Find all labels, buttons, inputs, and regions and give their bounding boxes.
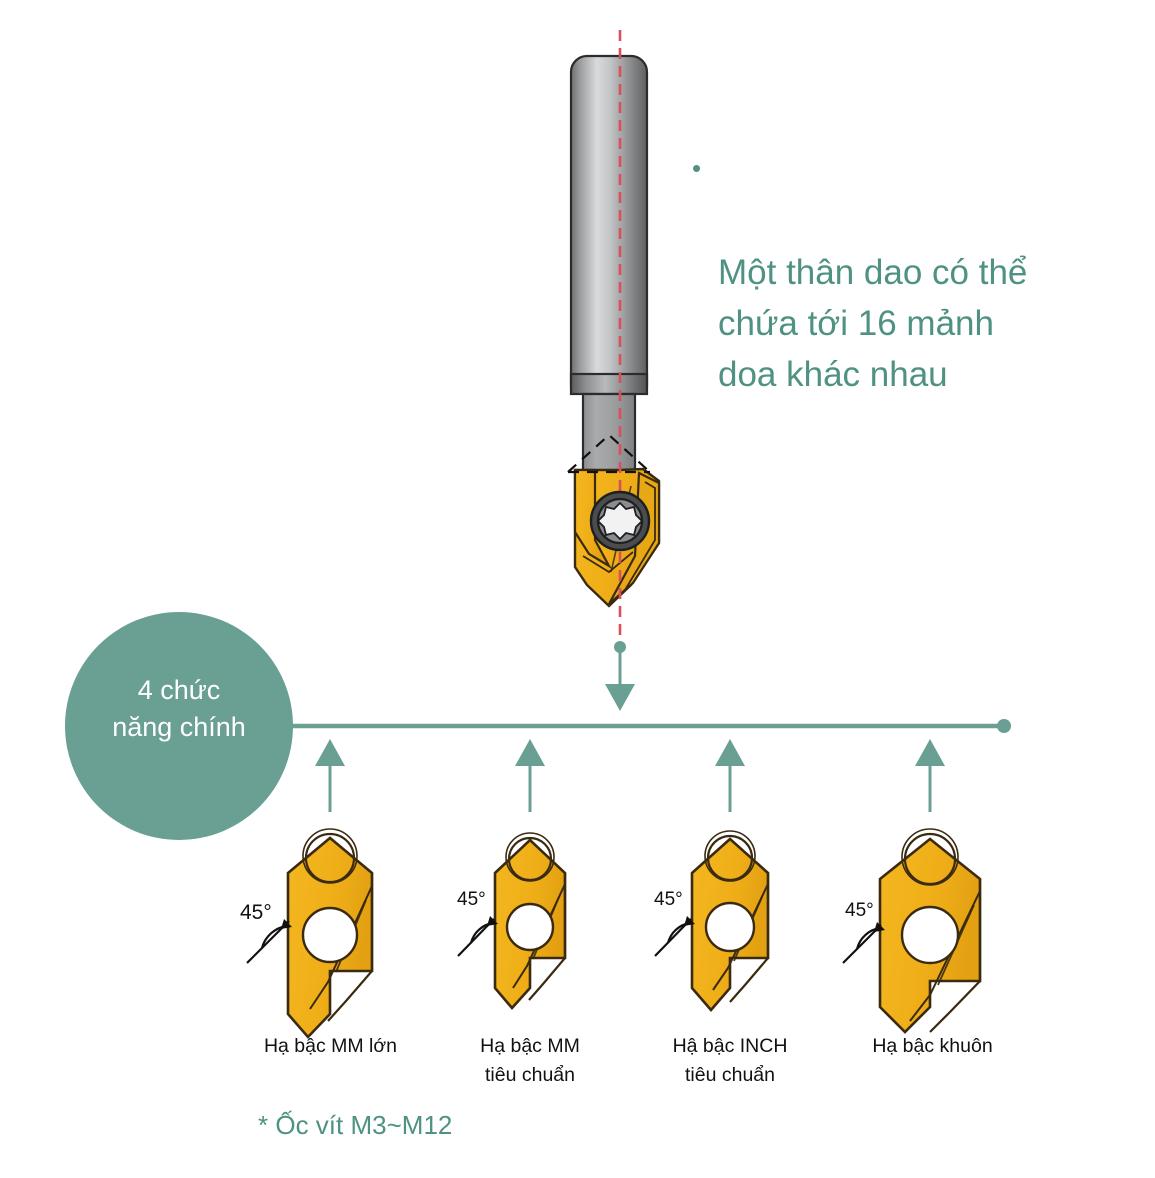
insert-4-angle-label: 45° xyxy=(845,900,874,921)
tool-shank xyxy=(569,54,649,396)
connector-up-arrows xyxy=(315,739,945,812)
insert-2: 45° xyxy=(457,832,567,1010)
circle-label: 4 chức năng chính xyxy=(112,675,246,742)
headline-bullet-icon: • xyxy=(692,153,702,183)
insert-4-angle-annotation: 45° xyxy=(842,900,885,964)
main-functions-circle xyxy=(65,612,293,840)
insert-2-angle-label: 45° xyxy=(457,889,486,910)
footnote: * Ốc vít M3~M12 xyxy=(258,1110,452,1141)
insert-1-angle-label: 45° xyxy=(240,901,272,924)
footnote-label: Ốc vít M3~M12 xyxy=(275,1110,453,1140)
insert-3-angle-label: 45° xyxy=(654,889,683,910)
insert-2-angle-annotation: 45° xyxy=(457,889,498,957)
insert-3-angle-annotation: 45° xyxy=(654,889,695,957)
construction-lines xyxy=(567,433,651,474)
headline-label: Một thân dao có thể chứa tới 16 mảnh doa… xyxy=(718,253,1028,394)
connector-horizontal-line xyxy=(270,719,1011,733)
insert-1-angle-annotation: 45° xyxy=(240,901,292,964)
headline-text: • Một thân dao có thể chứa tới 16 mảnh d… xyxy=(692,145,1118,400)
insert-3: 45° xyxy=(654,830,770,1012)
insert-4-label: Hạ bậc khuôn xyxy=(872,1035,993,1057)
connector-down-arrow xyxy=(605,641,635,711)
insert-2-label: Hạ bậc MM tiêu chuẩn xyxy=(480,1035,580,1086)
insert-1: 45° xyxy=(240,828,374,1039)
footnote-marker-icon: * xyxy=(258,1110,269,1140)
insert-1-label: Hạ bậc MM lớn xyxy=(263,1035,398,1057)
torx-screw-icon xyxy=(589,490,651,552)
insert-3-label: Hậ bậc INCH tiêu chuẩn xyxy=(672,1035,788,1086)
insert-4: 45° xyxy=(842,828,982,1034)
